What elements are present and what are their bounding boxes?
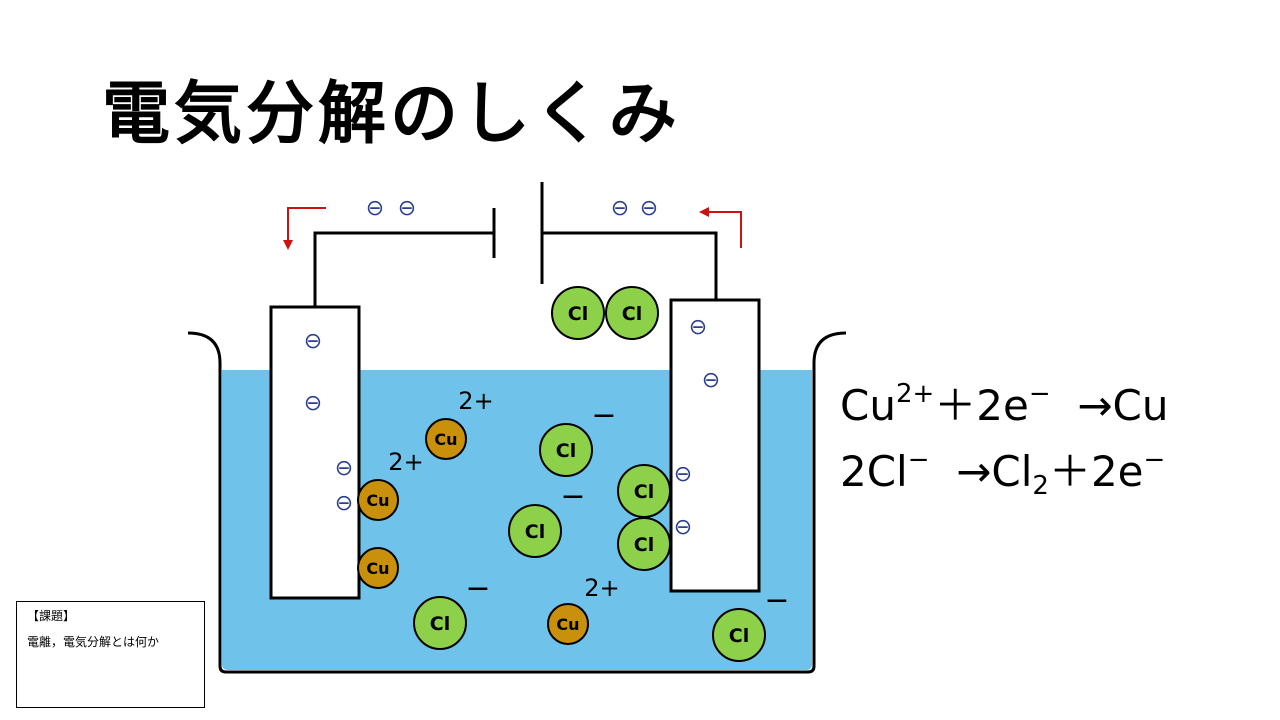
chloride-ion: Cl <box>605 286 659 340</box>
eq1-electrons: ＋2e <box>934 381 1029 430</box>
eq2-ion-charge: − <box>907 445 930 475</box>
beaker <box>187 331 847 674</box>
chloride-ion-label: Cl <box>622 303 642 325</box>
electron-icon: ⊖ <box>366 196 384 221</box>
electron-icon: ⊖ <box>304 391 322 416</box>
chloride-ion: Cl− <box>508 479 586 558</box>
electron-icon: ⊖ <box>674 515 692 540</box>
current-arrow-left <box>283 207 326 250</box>
electron-icon: ⊖ <box>702 368 720 393</box>
anode <box>669 298 761 593</box>
chloride-ion-circle <box>605 286 659 340</box>
chloride-ion-label: Cl <box>634 534 654 556</box>
eq2-product: →Cl <box>956 447 1033 496</box>
copper-ion-charge: 2+ <box>458 387 493 415</box>
chloride-ion: Cl <box>617 464 671 518</box>
chloride-ion-label: Cl <box>430 613 450 635</box>
copper-ion-label: Cu <box>556 615 579 634</box>
copper-ion-label: Cu <box>366 559 389 578</box>
eq1-electron-charge: − <box>1028 379 1051 409</box>
electron-icon: ⊖ <box>335 456 353 481</box>
copper-ion-circle <box>357 479 399 521</box>
electron-icon: ⊖ <box>674 462 692 487</box>
chloride-ion-circle <box>712 608 766 662</box>
task-body: 電離，電気分解とは何か <box>27 635 160 649</box>
chloride-ion: Cl <box>617 517 671 571</box>
electron-icon: ⊖ <box>689 315 707 340</box>
chloride-ion-circle <box>508 504 562 558</box>
copper-ion-label: Cu <box>434 430 457 449</box>
electron-icon: ⊖ <box>640 196 658 221</box>
current-arrow-right <box>699 207 742 248</box>
copper-ion-charge: 2+ <box>584 574 619 602</box>
chloride-ion-circle <box>413 596 467 650</box>
equation-chlorine-oxidation: 2Cl− →Cl2＋2e− <box>840 438 1165 501</box>
eq1-product: →Cu <box>1077 381 1169 430</box>
chloride-ion: Cl <box>551 286 605 340</box>
electron-icon: ⊖ <box>335 491 353 516</box>
copper-ion: Cu <box>357 547 399 589</box>
copper-ion-circle <box>357 547 399 589</box>
chloride-ion-charge: − <box>465 571 490 606</box>
chloride-ion: Cl− <box>539 398 617 477</box>
equation-copper-reduction: Cu2+＋2e− →Cu <box>840 372 1168 433</box>
wire-right <box>542 231 718 300</box>
copper-ion: Cu 2+ <box>547 574 620 645</box>
wire-left <box>313 231 494 307</box>
chloride-ion-label: Cl <box>525 521 545 543</box>
electron-icon: ⊖ <box>398 196 416 221</box>
copper-ion-label: Cu <box>366 491 389 510</box>
copper-ion: Cu2+ <box>425 387 494 460</box>
chloride-ion: Cl− <box>413 571 491 650</box>
chloride-ion-charge: − <box>764 583 789 618</box>
chloride-ion-label: Cl <box>729 625 749 647</box>
chloride-ion-label: Cl <box>556 440 576 462</box>
chloride-ion-circle <box>617 517 671 571</box>
eq1-ion-charge: 2+ <box>895 379 935 409</box>
copper-ion-circle <box>425 418 467 460</box>
chloride-ion-circle <box>539 423 593 477</box>
copper-ion: Cu 2+ <box>357 448 424 521</box>
chloride-ion-label: Cl <box>568 303 588 325</box>
eq2-ion: 2Cl <box>840 447 908 496</box>
electron-icon: ⊖ <box>304 329 322 354</box>
chloride-ion: Cl− <box>712 583 790 662</box>
copper-ion-charge: 2+ <box>388 448 423 476</box>
task-box: 【課題】 電離，電気分解とは何か <box>16 601 205 708</box>
chloride-ion-charge: − <box>591 398 616 433</box>
chloride-ion-charge: − <box>560 479 585 514</box>
eq2-electron-charge: − <box>1143 445 1166 475</box>
page-title: 電気分解のしくみ <box>102 75 681 154</box>
chloride-ion-label: Cl <box>634 481 654 503</box>
electron-icon: ⊖ <box>611 196 629 221</box>
cathode <box>269 305 361 600</box>
chloride-ion-circle <box>551 286 605 340</box>
eq2-subscript: 2 <box>1032 471 1049 501</box>
eq2-electrons: ＋2e <box>1048 447 1144 496</box>
task-heading: 【課題】 <box>27 609 76 623</box>
eq1-ion: Cu <box>840 381 896 430</box>
copper-ion-circle <box>547 603 589 645</box>
